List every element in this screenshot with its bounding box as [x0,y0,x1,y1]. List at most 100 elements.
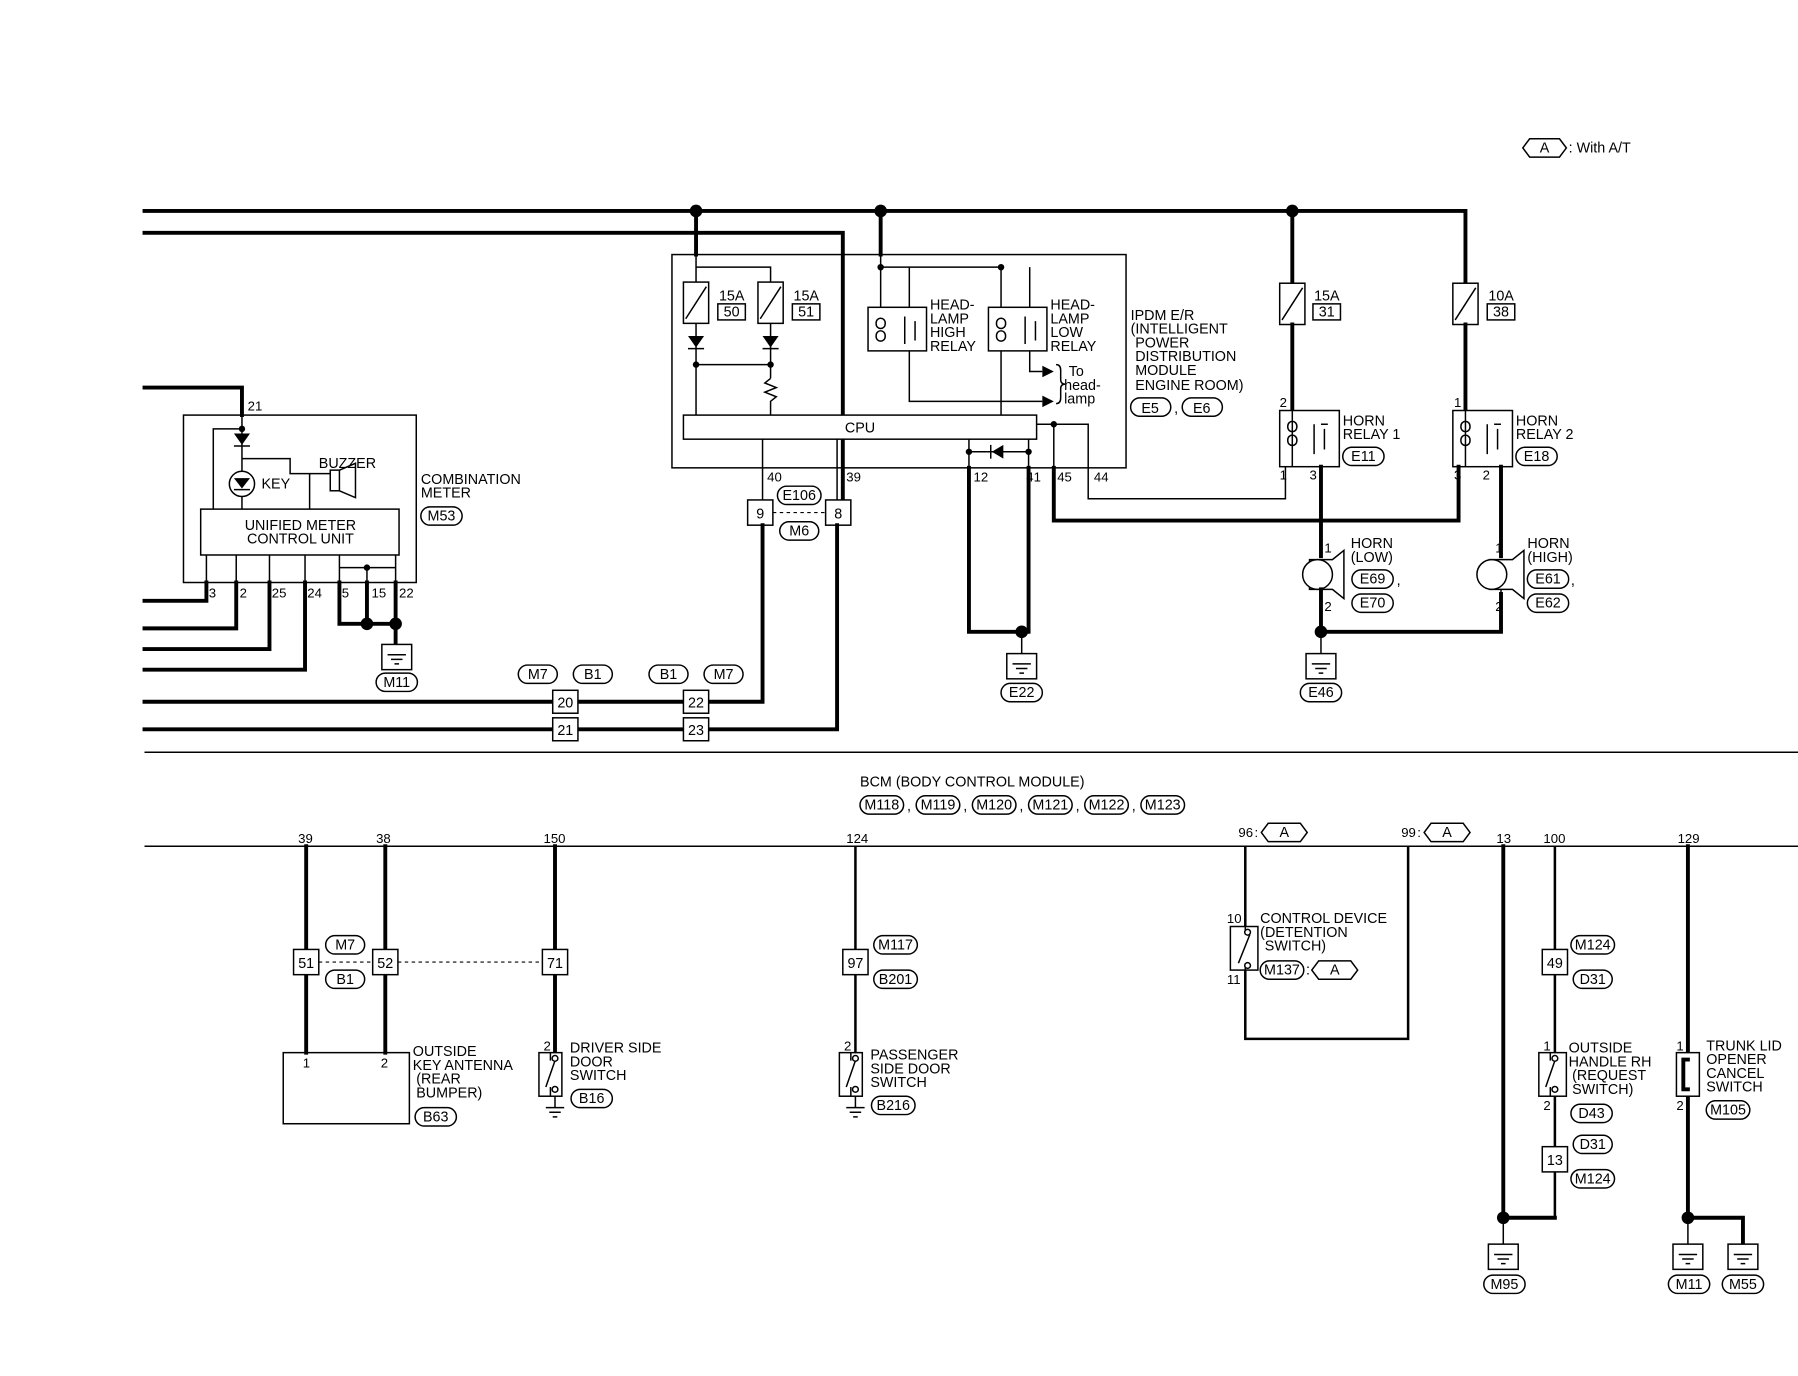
bcm-pin-13: 13 [1496,831,1511,846]
bcm-key-96: A [1279,825,1289,841]
driver-switch-l2: DOOR [570,1054,613,1070]
relay-coil-icon [1460,420,1471,447]
trunk-lid-switch: 1 2 TRUNK LID OPENER CANCEL SWITCH M105 … [1667,844,1782,1295]
control-device-pin10: 10 [1227,911,1242,926]
diode-icon [991,444,1004,459]
pin-39: 39 [846,470,861,485]
meter-l1: COMBINATION [421,472,521,488]
ground-icon [1672,1243,1704,1271]
key-antenna-box [282,1051,411,1125]
connector-b1-a: B1 [584,667,602,683]
handle-pin1: 1 [1543,1038,1550,1053]
buzzer-icon [329,469,341,492]
horn-icon [1476,558,1508,591]
connector-51-label: 51 [298,956,314,972]
meter-pin-25: 25 [272,585,287,600]
svg-text:,: , [1571,573,1575,589]
trunk-l2: OPENER [1706,1052,1767,1068]
outside-handle-rh: 49 M124 D31 1 2 OUTSIDE HANDLE RH (REQUE… [1483,844,1651,1295]
connector-71 [541,948,569,976]
connector-m123: M123 [1145,798,1181,814]
meter-buzzer-label: BUZZER [319,456,376,472]
connector-b1-c: B1 [336,972,354,988]
connector-8 [824,499,852,526]
connector-b216: B216 [877,1098,910,1114]
handle-pin2: 2 [1543,1098,1550,1113]
connector-m105: M105 [1710,1103,1746,1119]
control-device-colon: : [1306,963,1310,979]
fuse-51-num: 51 [798,304,814,320]
connector-71-label: 71 [547,956,563,972]
headlamp-high-relay [867,306,928,352]
connector-m117: M117 [878,937,913,953]
to-headlamp-l1: To [1069,364,1084,380]
low-relay-l2: LAMP [1050,311,1089,327]
horn-fuses: 15A 31 10A 38 [1278,282,1516,413]
antenna-l4: BUMPER) [416,1085,482,1101]
connector-m7-a: M7 [528,667,548,683]
meter-l2: METER [421,486,471,502]
connector-m7-c: M7 [335,937,355,953]
relay-coil-icon [1286,420,1298,447]
connector-e11: E11 [1351,449,1375,465]
horn-relay-1-pin3: 3 [1310,467,1317,482]
connector-m120: M120 [976,798,1012,814]
high-relay-l1: HEAD- [930,298,975,314]
trunk-pin2: 2 [1676,1098,1683,1113]
bcm-pin-96: 96 [1238,825,1253,840]
bcm-colon-96: : [1254,825,1258,840]
meter-key-label: KEY [261,476,290,492]
horn-icon [1301,558,1334,591]
svg-text:,: , [1132,799,1136,815]
pin-12: 12 [974,470,989,485]
bcm-pin-39: 39 [298,831,313,846]
connector-13-label: 13 [1547,1153,1563,1169]
to-headlamp-l3: lamp [1064,392,1095,408]
connector-20 [551,689,579,714]
horn-low-l1: HORN [1351,536,1393,552]
antenna-l3: (REAR [416,1072,461,1088]
ground-icon [1487,1243,1519,1271]
horn-relay-2-l2: RELAY 2 [1516,427,1574,443]
low-relay-l3: LOW [1050,325,1083,341]
meter-pin-2: 2 [240,585,247,600]
connector-e62: E62 [1535,596,1561,612]
trunk-l1: TRUNK LID [1706,1038,1782,1054]
antenna-l1: OUTSIDE [413,1044,477,1060]
horn-high-pin1: 1 [1495,541,1502,556]
ipdm-l6: ENGINE ROOM) [1135,378,1243,394]
handle-l4: SWITCH) [1572,1082,1633,1098]
meter-pin-24: 24 [307,585,322,600]
meter-pin-21: 21 [248,399,263,414]
trunk-pin1: 1 [1676,1038,1683,1053]
connector-d31-b: D31 [1580,1137,1606,1153]
control-device-l3: SWITCH) [1265,939,1326,955]
horn-relay-1-pin2: 2 [1280,395,1287,410]
diode-icon [762,335,779,348]
control-device-key: A [1330,963,1340,979]
ipdm-l2: (INTELLIGENT [1131,322,1228,338]
diode-icon [688,335,705,348]
connector-22 [682,689,710,714]
connector-23-label: 23 [688,723,704,739]
connector-e106: E106 [783,488,816,504]
antenna-pin1: 1 [303,1056,310,1071]
ground-e22: E22 [1009,685,1035,701]
ground-m95: M95 [1491,1277,1519,1293]
ipdm-l4: DISTRIBUTION [1135,349,1236,365]
resistor-icon [762,377,779,416]
connector-m121: M121 [1032,798,1068,814]
bcm-pin-124: 124 [846,831,868,846]
connector-m6: M6 [789,523,809,539]
connector-e5: E5 [1141,401,1159,417]
driver-switch-pin: 2 [544,1038,551,1053]
control-device-l2: (DETENTION [1260,925,1348,941]
connector-m53: M53 [428,509,456,525]
svg-text:,: , [907,799,911,815]
ipdm-er: 15A 50 15A 51 HEAD- LAMP HIGH RELAY HEAD… [671,253,1243,703]
cpu-block [682,414,1038,440]
fuse-38-num: 38 [1493,304,1509,320]
fuse-31-num: 31 [1319,304,1335,320]
horn-high-l1: HORN [1527,536,1569,552]
